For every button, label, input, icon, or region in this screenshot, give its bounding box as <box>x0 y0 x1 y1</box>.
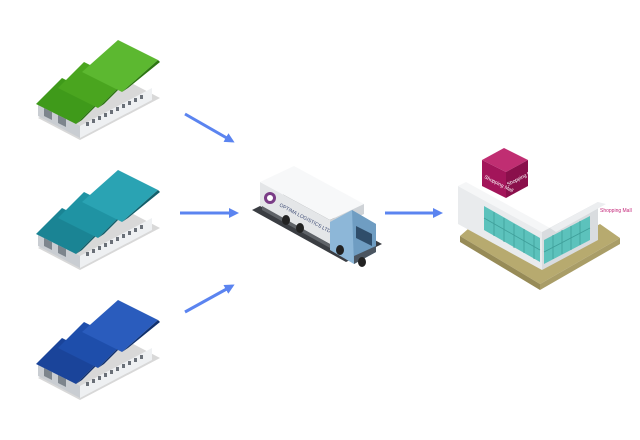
arrow-bottom <box>184 284 235 314</box>
shopping-mall-icon: Shopping Mall Shopping Mall Shopping Mal… <box>458 148 632 290</box>
mall-facade-text: Shopping Mall <box>600 208 632 214</box>
warehouse-teal-icon <box>36 170 160 270</box>
arrow-top <box>184 112 235 143</box>
warehouse-blue-icon <box>36 300 160 400</box>
warehouse-green-icon <box>36 40 160 140</box>
delivery-truck-icon: OPTIMA LOGISTICS LTD <box>252 166 382 267</box>
